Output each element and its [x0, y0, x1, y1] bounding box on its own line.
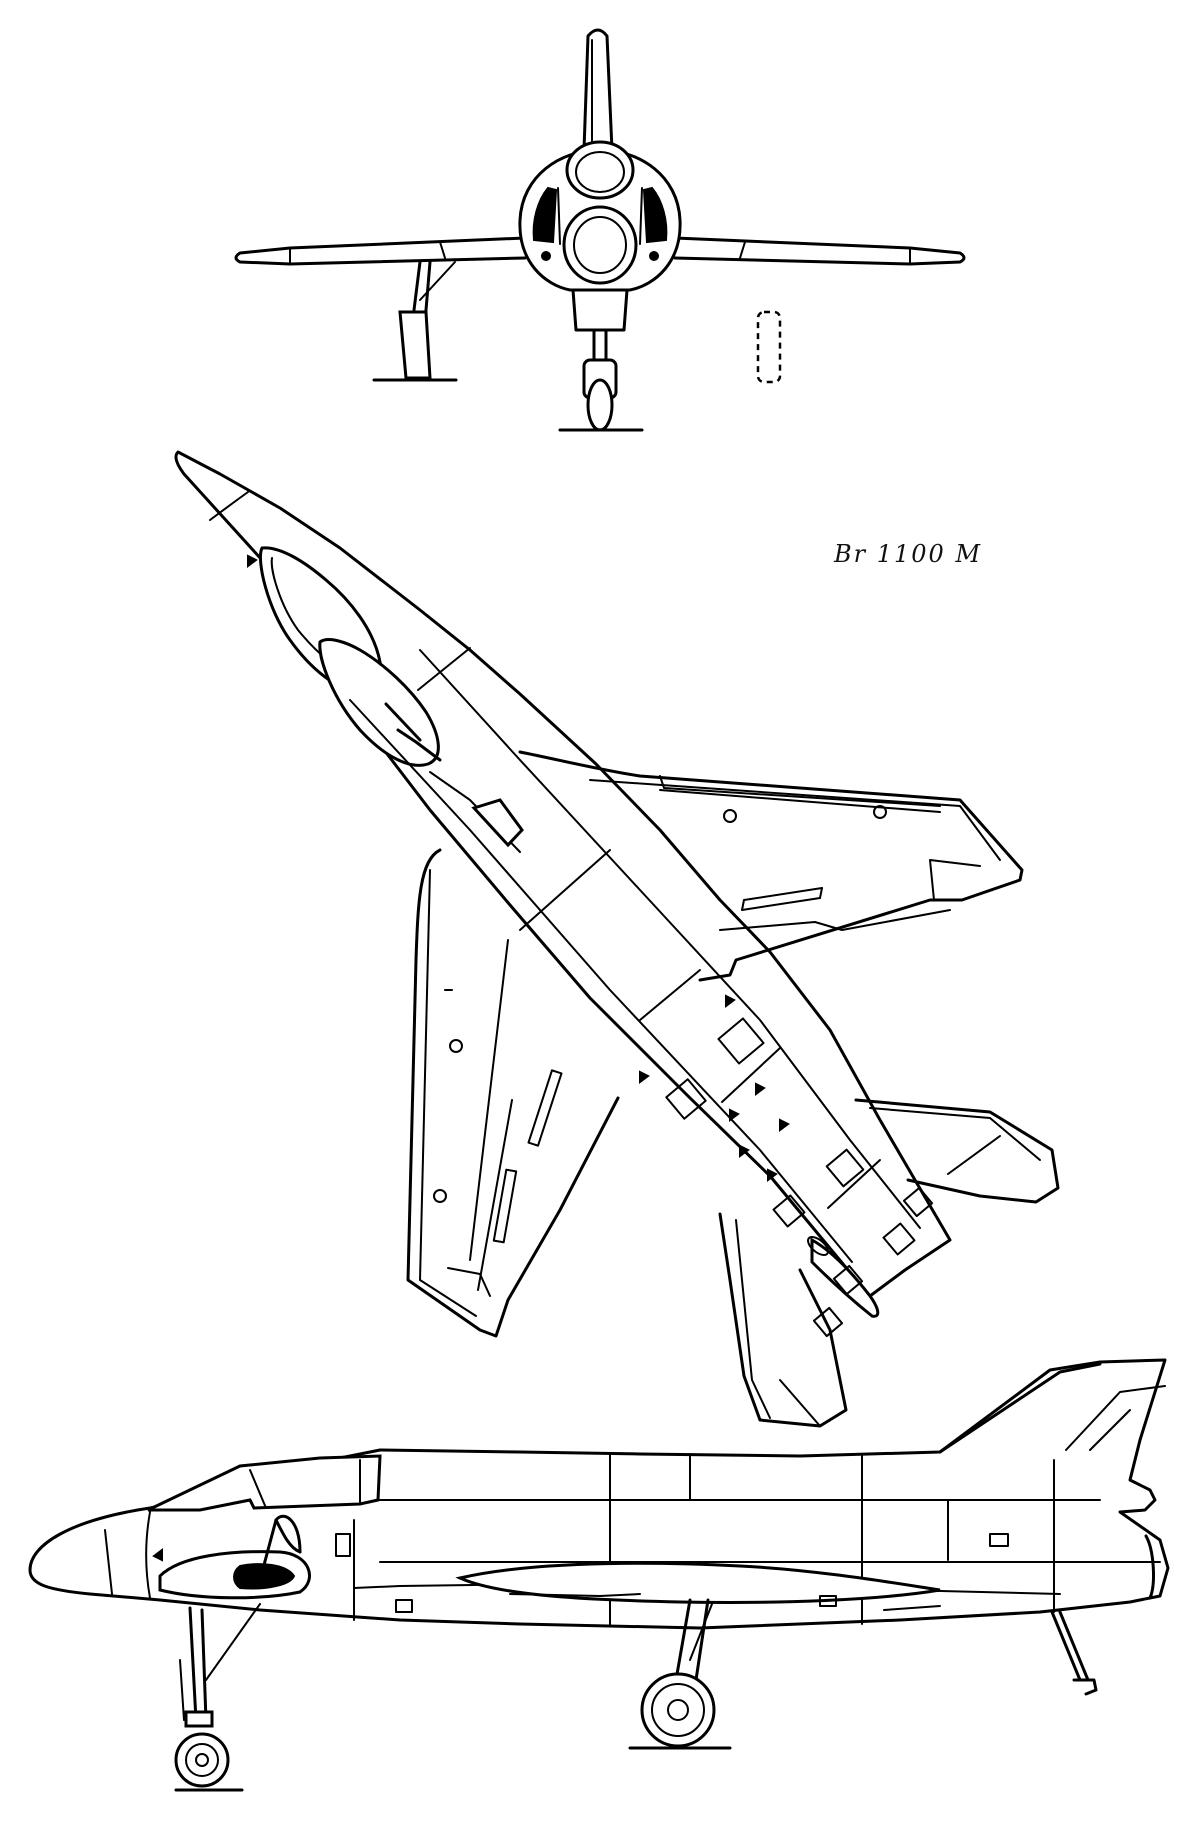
aircraft-designation-label: Br 1100 M — [834, 540, 983, 568]
front-view — [234, 28, 966, 432]
side-view — [28, 1358, 1170, 1792]
top-view — [174, 450, 1060, 1428]
